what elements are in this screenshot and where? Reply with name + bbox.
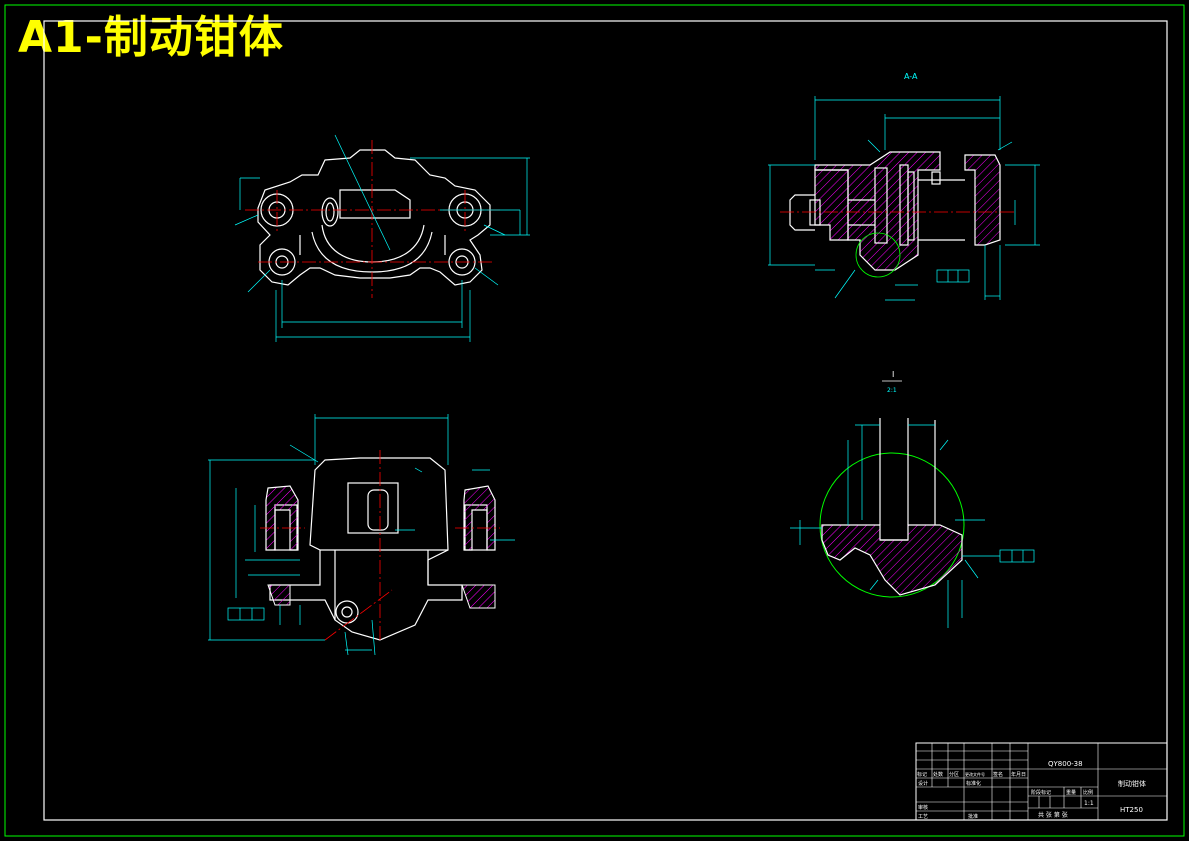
title-block-drawing-code: QY800-38 [1048,760,1083,768]
drawing-title-banner: A1-制动钳体 [18,12,284,63]
title-block-row-label: 更改文件号 [965,771,985,777]
title-block-scale-label: 比例 [1083,789,1093,796]
title-block-row-label: 分区 [949,771,959,778]
title-block-approve-label: 批准 [968,813,978,820]
title-block-material: HT250 [1120,806,1143,814]
title-block-design-label: 设计 [918,780,928,787]
title-block-sheet-label: 共 张 第 张 [1038,811,1068,819]
title-block-stage-label: 阶段标记 [1031,789,1051,796]
section-view-label: A-A [904,72,918,81]
title-block-process-label: 工艺 [918,814,928,820]
title-block-review-label: 审核 [918,804,928,811]
title-block-row-label: 年月日 [1011,771,1026,778]
sheet-drawing-border [43,20,1168,821]
title-block-weight-label: 重量 [1066,789,1076,796]
title-block-scale: 1:1 [1084,800,1094,807]
front-view [234,134,530,342]
detail-view [790,418,1035,628]
detail-scale-label: 2:1 [887,387,897,394]
title-block-row-label: 处数 [933,771,943,778]
title-block-row-label: 标记 [917,771,927,778]
title-block-row-label: 签名 [993,771,1003,778]
detail-view-label: I [892,370,894,379]
top-view [208,414,515,656]
title-block-part-name: 制动钳体 [1118,779,1146,788]
title-block-standardize-label: 标准化 [966,780,981,787]
sheet-outer-frame [4,4,1185,837]
section-view [768,96,1040,301]
title-block: QY800-38 制动钳体 HT250 1:1 标记 处数 分区 更改文件号 签… [915,742,1168,821]
